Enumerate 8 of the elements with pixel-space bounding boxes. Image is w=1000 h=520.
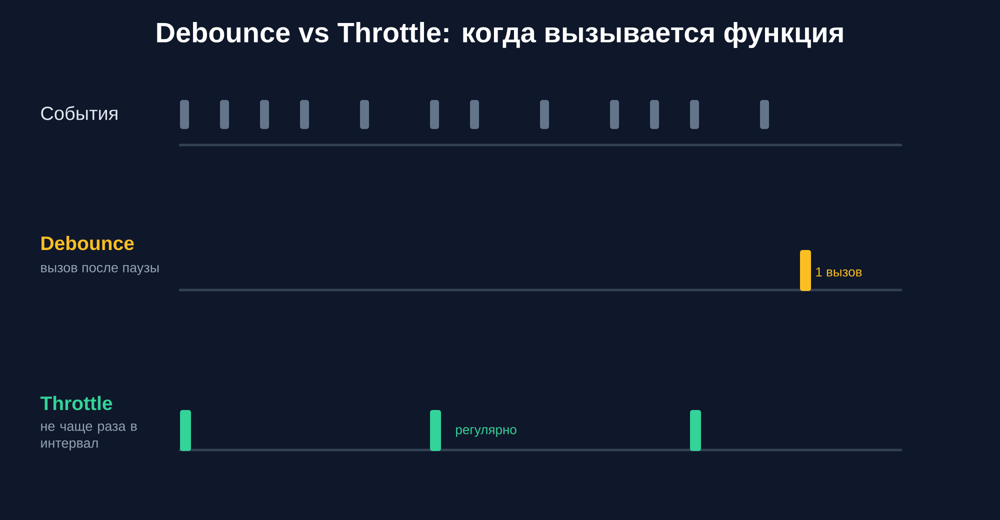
marker-note: регулярно (456, 427, 516, 437)
row-subtitle: вызов после паузы (41, 264, 159, 276)
title: Debounce vs Throttle: когда вызывается функция (157, 22, 843, 48)
row-heading: Debounce (42, 236, 134, 250)
row-subtitle: не чаще раза в интервал (41, 424, 137, 450)
row-label: События (41, 106, 118, 120)
row-heading: Throttle (40, 396, 112, 410)
marker-note: 1 вызов (816, 267, 862, 277)
